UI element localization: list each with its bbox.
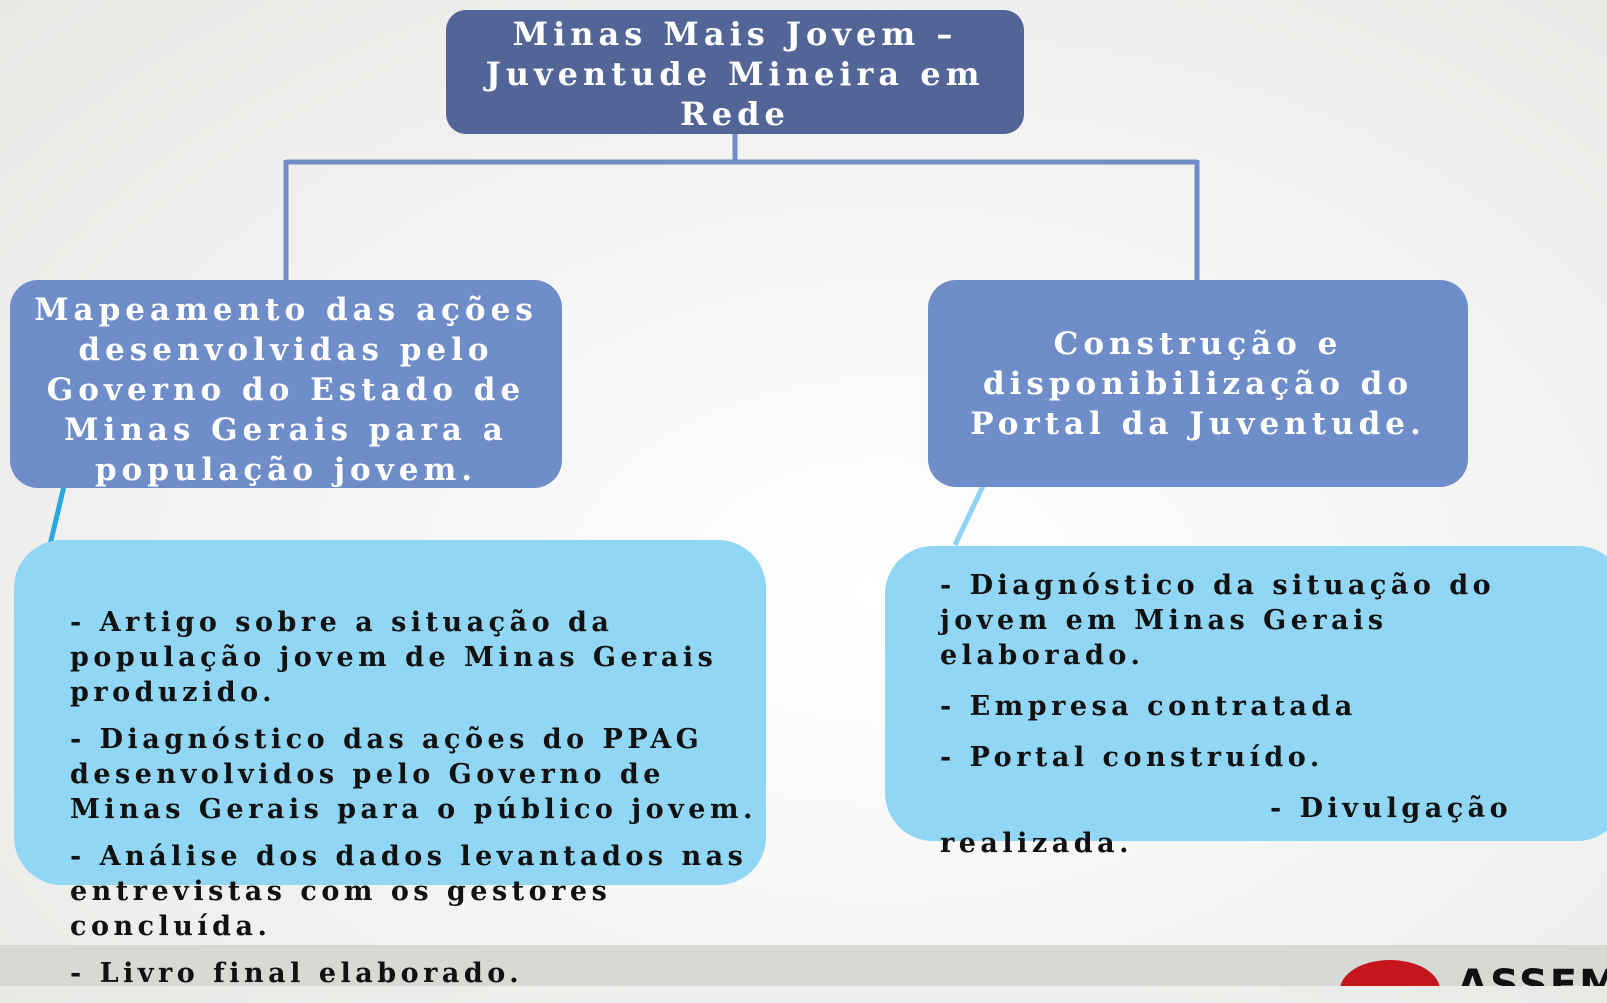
branch-node-portal: Construção e disponibilização do Portal … — [928, 280, 1468, 487]
list-item: - Diagnóstico da situação do jovem em Mi… — [940, 570, 1496, 671]
list-item: - Portal construído. — [940, 742, 1324, 773]
branch-title-portal: Construção e disponibilização do Portal … — [970, 325, 1426, 442]
branch-title-mapeamento: Mapeamento das ações desenvolvidas pelo … — [34, 292, 538, 488]
assembly-logo: ASSEMBL — [1340, 960, 1607, 986]
branch-node-mapeamento: Mapeamento das ações desenvolvidas pelo … — [10, 280, 562, 488]
list-item: - Artigo sobre a situação da população j… — [70, 607, 718, 708]
list-item: - Livro final elaborado. — [70, 958, 524, 989]
left-detail-connector — [47, 485, 67, 546]
list-item: - Análise dos dados levantados nas entre… — [70, 841, 748, 942]
root-title: Minas Mais Jovem – Juventude Mineira em … — [485, 15, 985, 133]
detail-list-portal: - Diagnóstico da situação do jovem em Mi… — [940, 568, 1580, 877]
logo-mark-icon — [1340, 960, 1440, 986]
list-item: - Diagnóstico das ações do PPAG desenvol… — [70, 724, 757, 825]
logo-text: ASSEMBL — [1457, 962, 1607, 986]
detail-box-portal — [885, 546, 1607, 841]
root-node: Minas Mais Jovem – Juventude Mineira em … — [446, 10, 1024, 134]
list-item: - Divulgação realizada. — [940, 793, 1513, 859]
detail-list-mapeamento: - Artigo sobre a situação da população j… — [70, 605, 760, 1003]
detail-box-mapeamento — [14, 540, 766, 885]
right-detail-connector — [952, 484, 986, 547]
footer-band — [0, 945, 1607, 986]
list-item: - Empresa contratada — [940, 691, 1357, 722]
root-connector — [283, 134, 1200, 282]
